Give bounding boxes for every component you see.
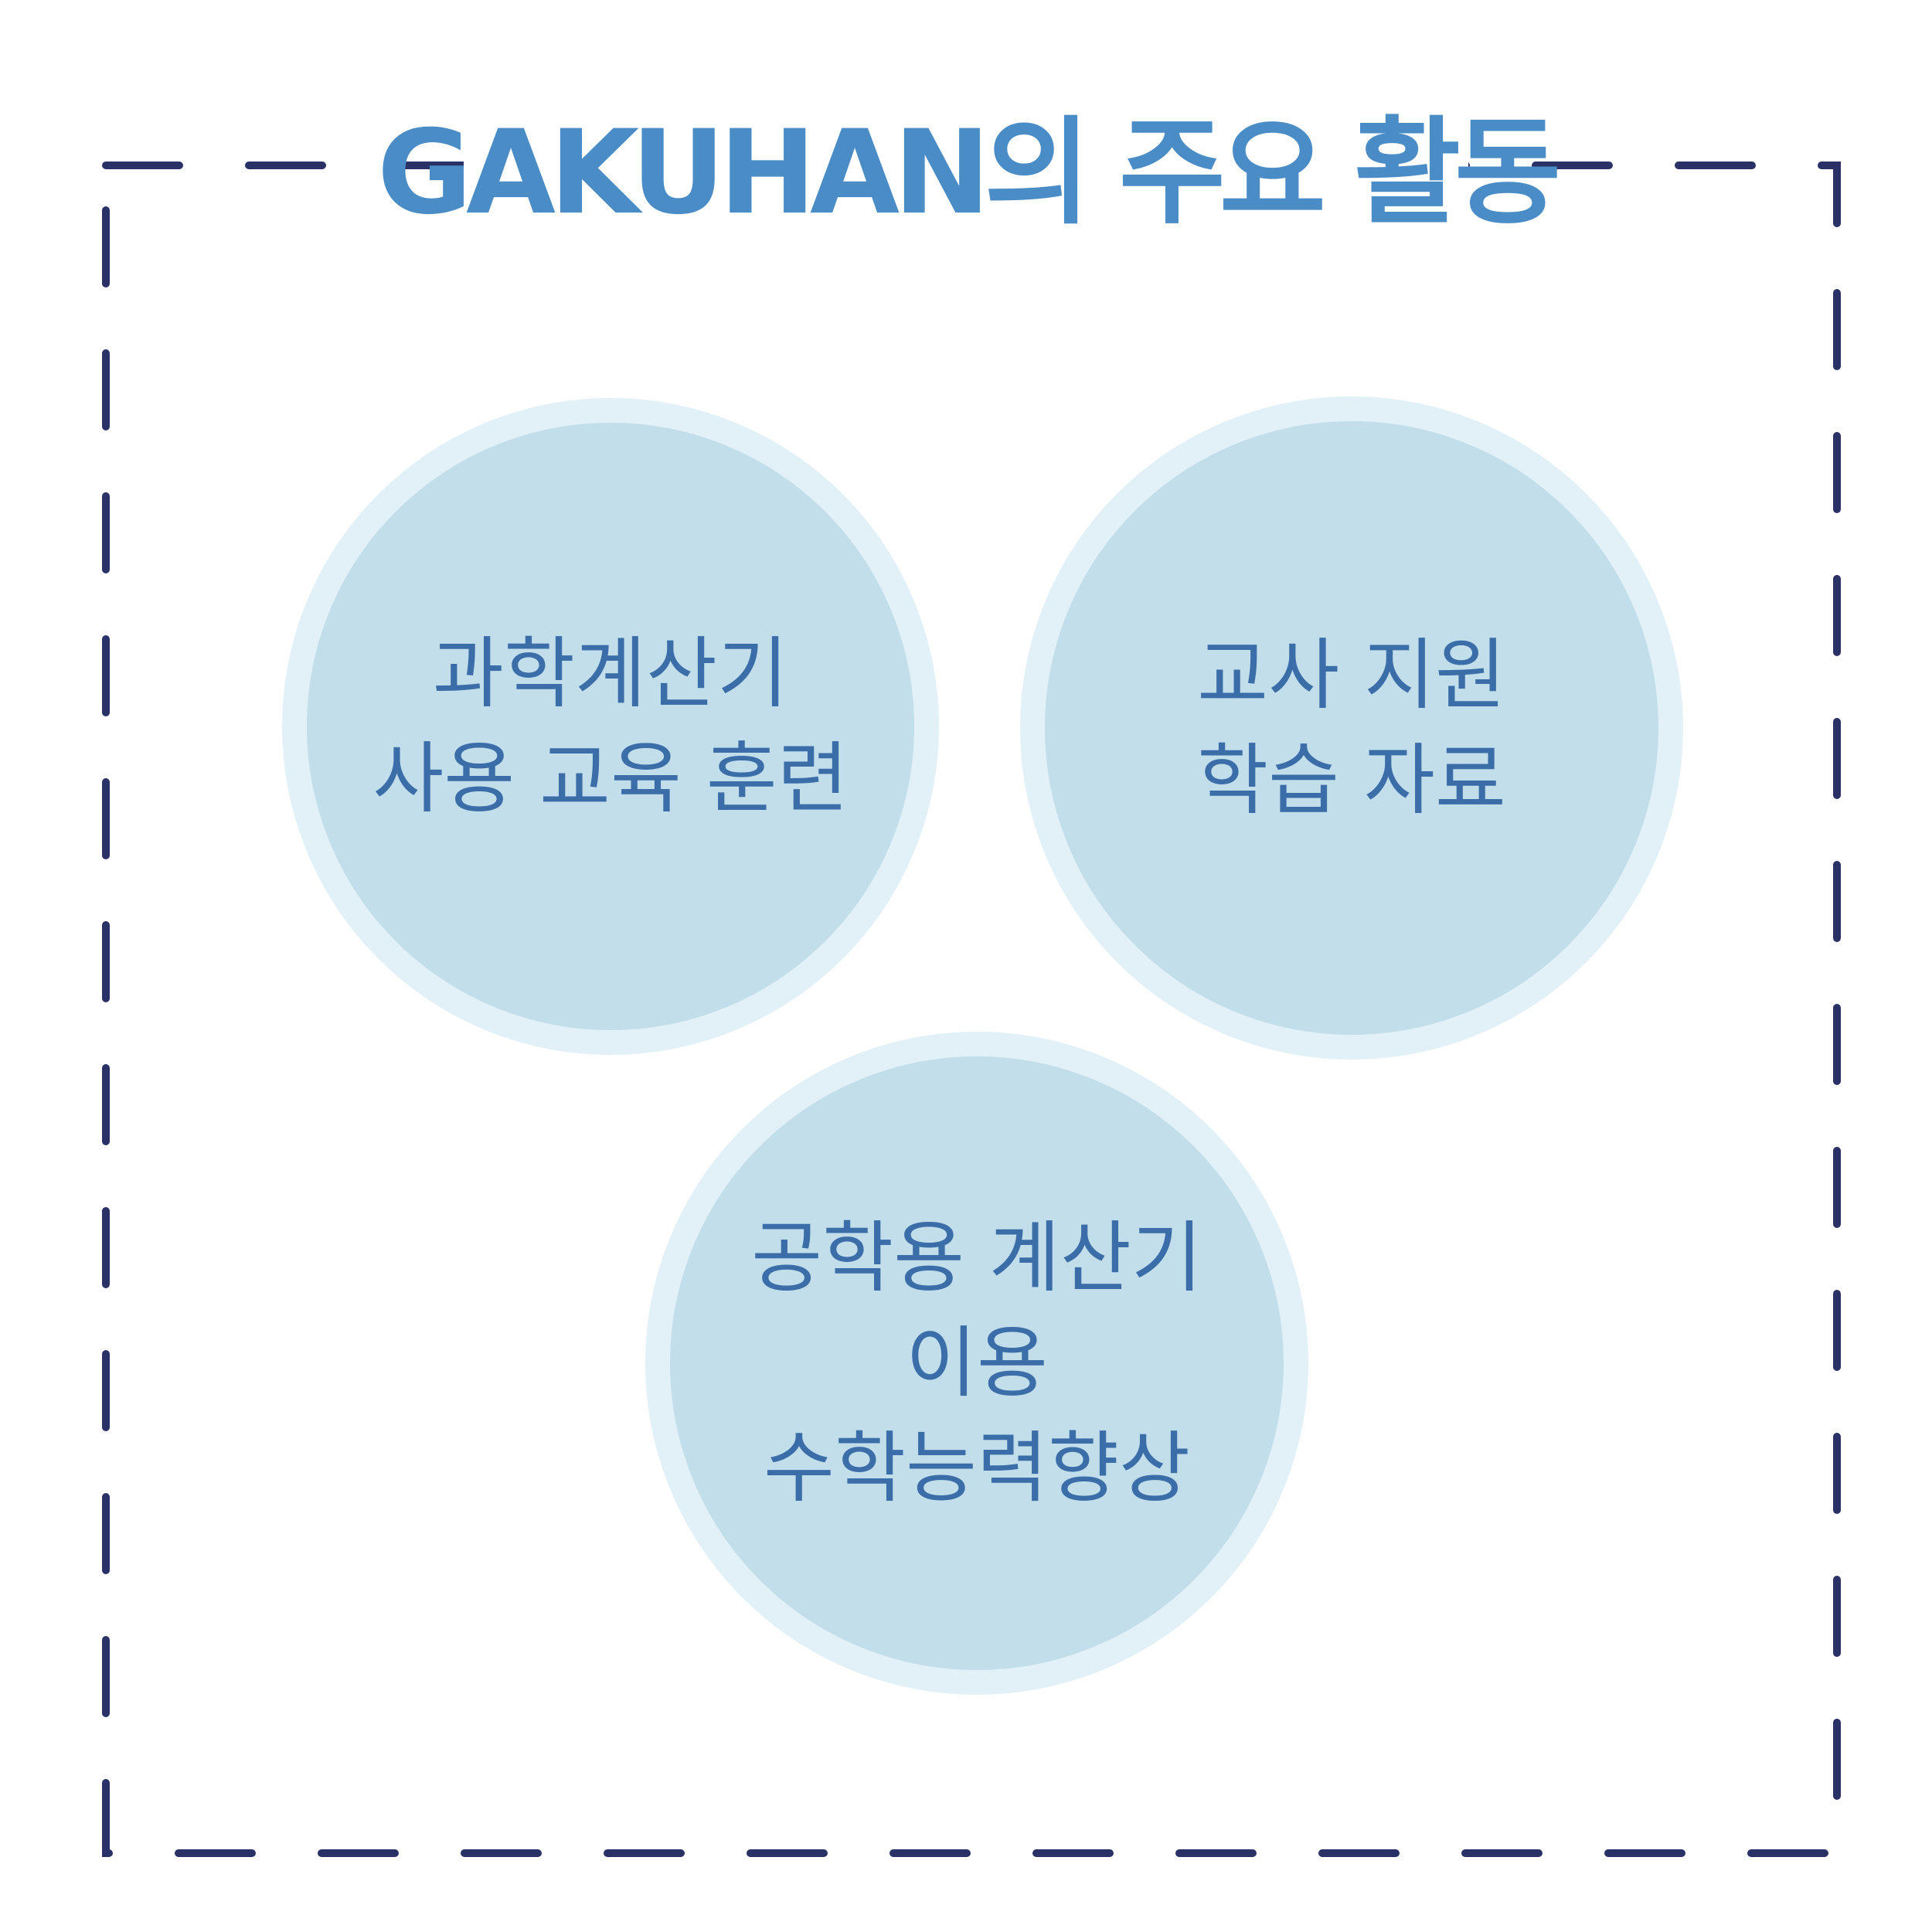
activity-circle-math-ability: 공학용 계산기 이용 수학능력향상 [645,1032,1308,1695]
activity-line: 교사 지원 [1197,630,1506,720]
activity-line: 수학능력향상 [764,1423,1190,1513]
activity-line: 공학용 계산기 [751,1213,1202,1303]
page-title: GAKUHAN의 주요 활동 [377,85,1561,240]
activity-circle-teacher-support: 교사 지원 학습 자료 [1020,396,1683,1060]
activity-line: 이용 [906,1318,1048,1408]
activity-line: 과학계산기 [433,628,788,719]
activity-line: 사용 교육 훈련 [372,733,849,824]
activity-circle-calculator-training: 과학계산기 사용 교육 훈련 [282,398,939,1055]
activity-line: 학습 자료 [1197,735,1506,825]
